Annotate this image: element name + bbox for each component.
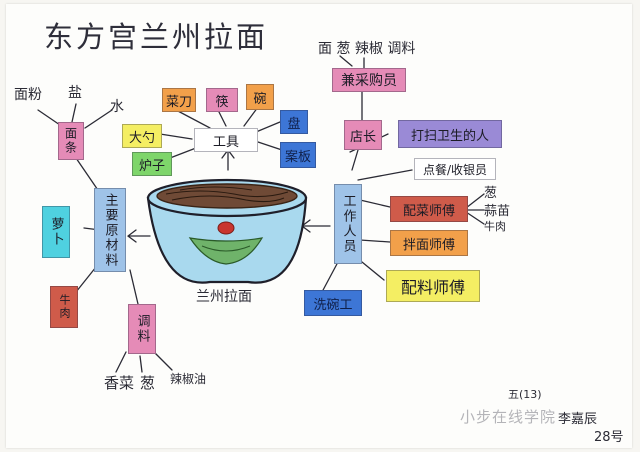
ingredient-master-box: 配料师傅 (386, 270, 480, 302)
noodle-source-salt: 盐 (68, 85, 82, 101)
staff-center-node: 工作人员 (334, 184, 362, 264)
beef-box: 牛肉 (50, 286, 78, 328)
side-dish-garlic-sprout: 蒜苗 (484, 204, 511, 219)
noodle-source-water: 水 (110, 99, 124, 115)
seasoning-cilantro: 香菜 (104, 374, 135, 392)
tool-plate: 盘 (280, 110, 308, 134)
side-dish-beef: 牛肉 (484, 220, 506, 233)
purchase-items-text: 面 葱 辣椒 调料 (318, 41, 416, 57)
purchaser-box: 兼采购员 (332, 68, 406, 92)
noodle-bowl-drawing (146, 178, 308, 284)
side-dish-green-onion: 葱 (484, 186, 498, 201)
bowl-label: 兰州拉面 (196, 289, 252, 305)
signature-name: 李嘉辰 (558, 412, 598, 427)
watermark-text: 小步在线学院 (460, 408, 557, 426)
tool-ladle: 大勺 (122, 124, 162, 148)
noodle-master-box: 拌面师傅 (390, 230, 468, 256)
seasoning-box: 调料 (128, 304, 156, 354)
tool-bowl: 碗 (246, 84, 274, 110)
tools-center-node: 工具 (194, 128, 258, 152)
dishwasher-box: 洗碗工 (304, 290, 362, 316)
noodles-box: 面条 (58, 122, 84, 160)
tool-kitchen-knife: 菜刀 (162, 88, 196, 112)
noodle-source-flour: 面粉 (14, 87, 42, 103)
page-title: 东方宫兰州拉面 (44, 20, 269, 54)
tool-chopsticks: 筷 (206, 88, 238, 112)
signature-class: 五(13) (508, 388, 542, 401)
tool-chopping-board: 案板 (280, 142, 316, 168)
manager-box: 店长 (344, 120, 382, 150)
cleaner-box: 打扫卫生的人 (398, 120, 502, 148)
seasoning-chili-oil: 辣椒油 (170, 372, 207, 386)
radish-box: 萝卜 (42, 206, 70, 258)
signature-number: 28号 (594, 430, 624, 445)
materials-center-node: 主要原材料 (94, 188, 126, 272)
side-dish-master-box: 配菜师傅 (390, 196, 468, 222)
cashier-box: 点餐/收银员 (414, 158, 496, 180)
seasoning-green-onion: 葱 (140, 374, 156, 392)
tool-stove: 炉子 (132, 152, 172, 176)
